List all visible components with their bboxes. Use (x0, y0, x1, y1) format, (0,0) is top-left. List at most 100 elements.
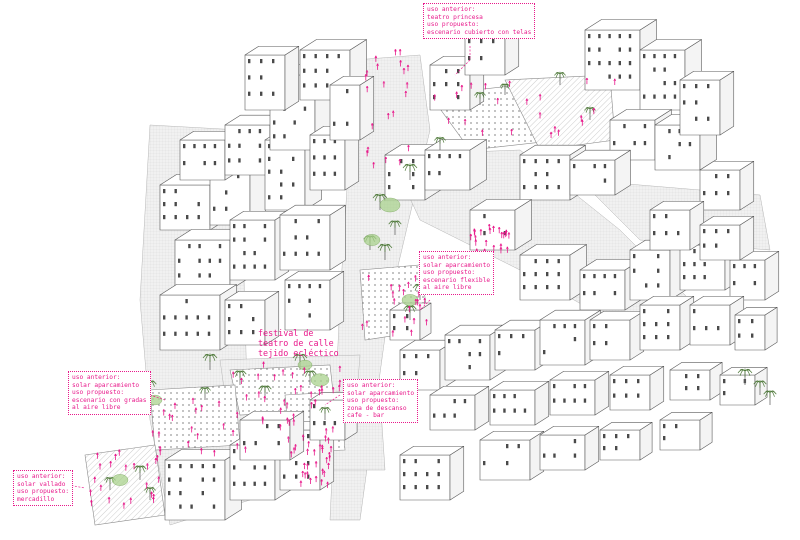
person-head (325, 456, 328, 459)
person-head (150, 491, 153, 494)
person-mark (394, 50, 397, 56)
person-mark (366, 148, 370, 153)
person-head (294, 444, 297, 446)
person-mark (124, 465, 128, 471)
palm-tree (144, 486, 156, 500)
person-mark (307, 442, 310, 448)
person-mark (613, 80, 616, 85)
person-head (118, 449, 121, 451)
person-mark (231, 431, 235, 437)
person-head (539, 94, 541, 96)
person-head (392, 291, 394, 293)
person-head (480, 229, 482, 231)
person-head (470, 82, 472, 85)
festival-title-line: festival de (258, 328, 314, 338)
person-head (580, 115, 583, 117)
person-mark (328, 456, 331, 462)
person-head (339, 379, 341, 382)
person-mark (488, 225, 491, 231)
person-mark (364, 75, 367, 81)
person-head (319, 444, 321, 446)
person-head (402, 288, 405, 291)
palm-tree (377, 243, 393, 260)
building (734, 306, 778, 351)
building (609, 365, 665, 411)
person-mark (236, 444, 239, 450)
person-head (314, 399, 317, 401)
person-mark (99, 485, 103, 491)
person-mark (402, 290, 405, 296)
person-head (393, 298, 396, 300)
palm-tree (388, 220, 402, 235)
person-head (152, 493, 155, 496)
callout-line: uso propuesto: (347, 397, 400, 405)
person-head (306, 463, 309, 465)
palm-tree (199, 386, 211, 400)
person-mark (89, 490, 92, 496)
person-mark (261, 419, 265, 425)
person-mark (321, 469, 324, 475)
person-mark (504, 232, 507, 238)
person-mark (329, 447, 333, 453)
person-head (315, 475, 317, 478)
building (719, 366, 768, 406)
person-mark (256, 374, 260, 380)
building (689, 295, 745, 346)
person-mark (327, 438, 330, 444)
person-head (302, 434, 304, 437)
person-mark (538, 113, 542, 119)
person-head (392, 110, 395, 113)
person-mark (365, 71, 369, 77)
callout-line: al aire libre (72, 404, 121, 412)
person-mark (325, 429, 328, 435)
person-head (366, 150, 368, 152)
palm-tree (434, 136, 446, 150)
palm-tree (202, 353, 218, 370)
person-mark (313, 450, 316, 456)
person-head (171, 414, 174, 417)
person-head (455, 91, 458, 94)
person-mark (310, 403, 313, 409)
person-head (303, 462, 306, 465)
person-mark (194, 408, 198, 414)
callout-line: al aire libre (423, 284, 472, 292)
person-mark (433, 95, 436, 101)
person-head (236, 411, 238, 414)
person-head (327, 462, 330, 465)
person-head (155, 457, 157, 460)
person-head (413, 317, 415, 320)
person-head (405, 90, 407, 93)
palm-tree (319, 406, 331, 420)
person-head (505, 229, 508, 232)
person-head (500, 231, 503, 234)
person-head (294, 387, 297, 390)
person-mark (314, 400, 317, 406)
building (519, 244, 587, 301)
person-head (279, 424, 282, 426)
person-mark (152, 495, 155, 501)
person-head (496, 97, 499, 100)
person-mark (499, 248, 503, 254)
building (659, 411, 713, 451)
person-head (376, 63, 379, 66)
person-head (338, 384, 341, 387)
person-head (151, 430, 154, 432)
callout-line: solar vallado (17, 480, 66, 488)
person-mark (392, 111, 395, 117)
person-mark (286, 418, 289, 424)
person-mark (168, 415, 171, 420)
person-head (321, 444, 324, 447)
person-head (90, 500, 93, 502)
person-head (390, 284, 392, 286)
person-mark (402, 69, 406, 75)
callout-line: escenario flexible (423, 276, 491, 284)
person-head (414, 275, 417, 277)
callout-line: uso anterior: (347, 382, 396, 389)
person-head (504, 230, 507, 233)
person-mark (391, 331, 395, 337)
palm-tree (499, 83, 511, 95)
person-head (371, 123, 374, 125)
person-mark (481, 130, 484, 136)
person-head (321, 468, 324, 471)
